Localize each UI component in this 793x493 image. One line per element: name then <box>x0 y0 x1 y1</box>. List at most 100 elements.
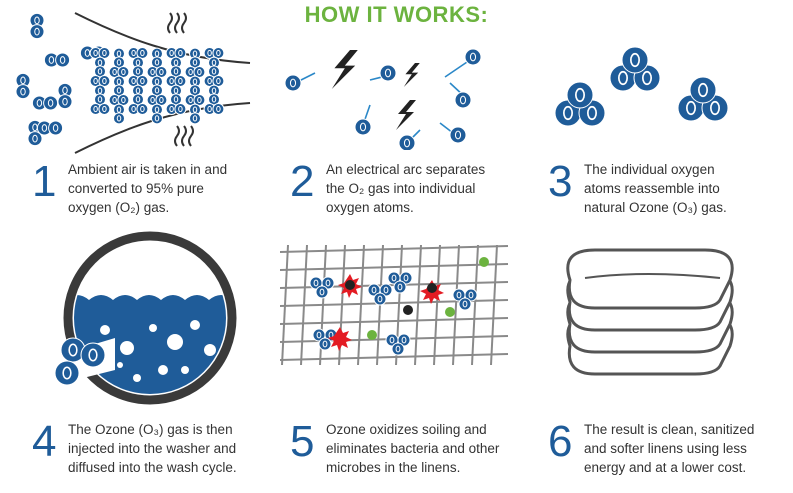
oxygen-atom <box>208 84 220 97</box>
oxygen-atom <box>566 81 594 109</box>
oxygen-atom <box>151 112 163 125</box>
oxygen-atom <box>113 103 125 116</box>
oxygen-atom <box>354 118 372 136</box>
oxygen-atom <box>387 271 401 285</box>
oxygen-atom <box>284 74 302 92</box>
step-number: 1 <box>32 157 57 206</box>
oxygen-atom <box>136 75 149 87</box>
electric-arc-icon <box>284 48 482 150</box>
oxygen-atom <box>43 95 59 111</box>
oxygen-atom <box>315 285 329 299</box>
step-3: 3 The individual oxygen atoms reassemble… <box>548 160 727 217</box>
oxygen-atom <box>464 48 482 66</box>
oxygen-atom <box>155 66 168 78</box>
step-description: An electrical arc separates the O₂ gas i… <box>326 162 486 215</box>
oxygen-atom <box>94 65 106 78</box>
oxygen-atom <box>208 93 220 106</box>
oxygen-atom <box>193 94 206 106</box>
oxygen-atom <box>203 103 216 115</box>
oxygen-atom <box>132 65 144 78</box>
step-number: 4 <box>32 417 57 466</box>
oxygen-atom <box>189 84 201 97</box>
oxygen-atom <box>193 66 206 78</box>
ozone-molecule-icon <box>554 46 729 127</box>
oxygen-atom <box>174 47 187 59</box>
step-description: Ambient air is taken in and converted to… <box>68 162 228 215</box>
oxygen-atom <box>379 283 393 297</box>
oxygen-atom <box>48 120 64 136</box>
oxygen-atom <box>212 75 225 87</box>
oxygen-atom <box>321 276 335 290</box>
oxygen-atom <box>29 24 45 40</box>
oxygen-atom <box>184 66 197 78</box>
step-description: The individual oxygen atoms reassemble i… <box>584 162 727 215</box>
oxygen-atom <box>132 93 144 106</box>
oxygen-atom <box>393 280 407 294</box>
oxygen-atom <box>54 360 80 386</box>
oxygen-atom <box>155 94 168 106</box>
step-4: 4 The Ozone (O₃) gas is then injected in… <box>32 420 237 477</box>
step-6: 6 The result is clean, sanitized and sof… <box>548 420 754 477</box>
folded-linens-icon <box>566 248 734 376</box>
oxygen-atom <box>89 103 102 115</box>
oxygen-atom <box>60 337 86 363</box>
oxygen-atom <box>98 103 111 115</box>
oxygen-atom <box>27 131 43 147</box>
oxygen-atom <box>98 75 111 87</box>
oxygen-atom <box>57 94 73 110</box>
oxygen-atom <box>458 297 472 311</box>
oxygen-atom <box>113 56 125 69</box>
oxygen-atom <box>398 134 416 150</box>
oxygen-atom <box>136 47 149 59</box>
fabric-mesh-icon <box>280 244 509 366</box>
oxygen-atom <box>98 47 111 59</box>
oxygen-atom <box>31 95 47 111</box>
oxygen-atom <box>80 342 106 368</box>
oxygen-atom <box>212 103 225 115</box>
oxygen-atom <box>464 288 478 302</box>
oxygen-atom <box>391 342 405 356</box>
step-number: 5 <box>290 417 315 466</box>
oxygen-atom <box>165 103 178 115</box>
oxygen-atom <box>379 64 397 82</box>
oxygen-atom <box>373 292 387 306</box>
oxygen-atom <box>127 103 140 115</box>
oxygen-atom <box>132 56 144 69</box>
oxygen-atom <box>174 103 187 115</box>
oxygen-atom <box>15 84 31 100</box>
oxygen-atom <box>108 66 121 78</box>
oxygen-atom <box>151 56 163 69</box>
step-number: 6 <box>548 417 573 466</box>
oxygen-atom <box>117 66 130 78</box>
oxygen-atom <box>689 76 717 104</box>
step-2: 2 An electrical arc separates the O₂ gas… <box>290 160 485 217</box>
oxygen-atom <box>309 276 323 290</box>
oxygen-atom <box>454 91 472 109</box>
oxygen-atom <box>189 56 201 69</box>
washer-drum-icon <box>54 231 237 405</box>
air-intake-icon <box>15 12 251 154</box>
oxygen-atom <box>312 328 326 342</box>
oxygen-atom <box>117 94 130 106</box>
page-title: HOW IT WORKS: <box>304 2 489 27</box>
oxygen-atom <box>55 52 71 68</box>
oxygen-atom <box>170 65 182 78</box>
oxygen-atom <box>136 103 149 115</box>
step-number: 3 <box>548 157 573 206</box>
oxygen-atom <box>208 65 220 78</box>
step-1: 1 Ambient air is taken in and converted … <box>32 160 227 217</box>
oxygen-atom <box>385 333 399 347</box>
step-description: Ozone oxidizes soiling and eliminates ba… <box>326 422 500 475</box>
oxygen-atom <box>189 75 201 88</box>
oxygen-atom <box>15 72 31 88</box>
oxygen-atom <box>212 47 225 59</box>
oxygen-atom <box>151 84 163 97</box>
step-description: The Ozone (O₃) gas is then injected into… <box>68 422 237 475</box>
oxygen-atom <box>318 337 332 351</box>
step-description: The result is clean, sanitized and softe… <box>584 422 755 475</box>
oxygen-atom <box>621 46 649 74</box>
step-5: 5 Ozone oxidizes soiling and eliminates … <box>290 420 499 477</box>
oxygen-atom <box>94 56 106 69</box>
oxygen-atom <box>94 93 106 106</box>
oxygen-atom <box>170 93 182 106</box>
